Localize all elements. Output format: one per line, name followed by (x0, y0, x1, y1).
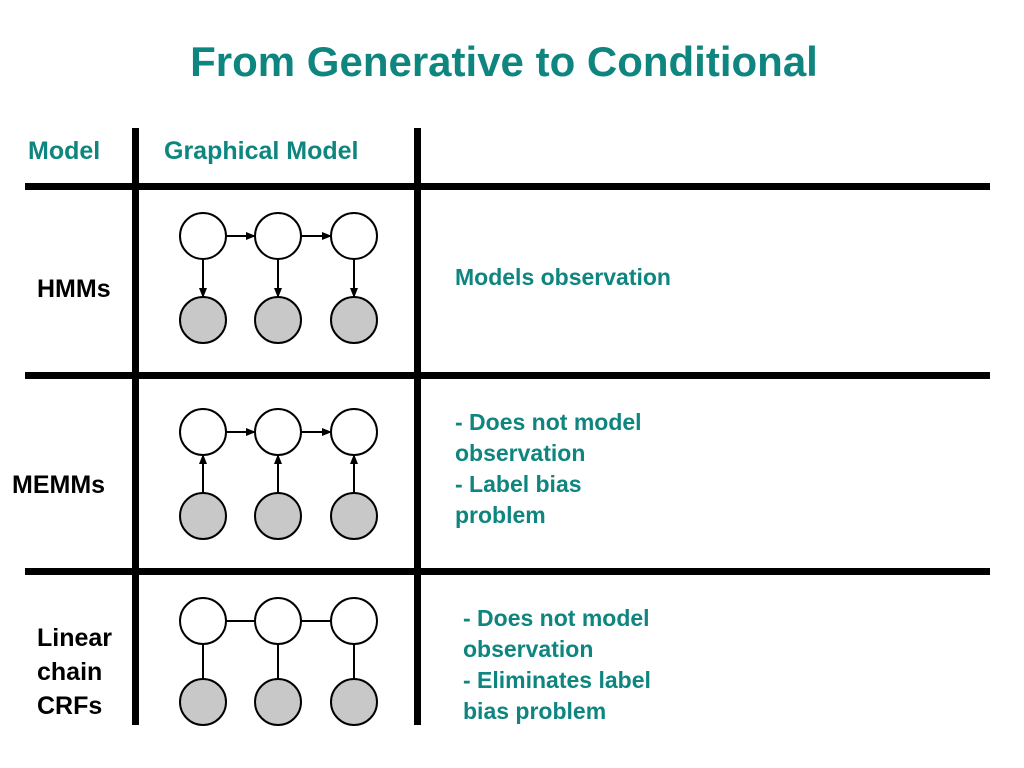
column-divider-2 (414, 128, 421, 725)
description-line: bias problem (463, 698, 607, 724)
description-line: observation (463, 636, 594, 662)
column-divider-1 (132, 128, 139, 725)
observation-node (330, 678, 378, 726)
description-crfs: - Does not model observation - Eliminate… (463, 603, 651, 727)
row-divider-1 (25, 372, 990, 379)
hidden-state-node (330, 408, 378, 456)
model-label-crfs-line: Linear (37, 624, 113, 652)
hidden-state-node (254, 597, 302, 645)
model-label-crfs-line: chain (37, 658, 103, 686)
observation-node (254, 296, 302, 344)
observation-node (330, 296, 378, 344)
observation-node (330, 492, 378, 540)
row-divider-2 (25, 568, 990, 575)
observation-node (254, 678, 302, 726)
model-label-crfs-line: CRFs (37, 692, 103, 720)
observation-node (254, 492, 302, 540)
description-line: - Does not model (455, 409, 642, 435)
description-hmms: Models observation (455, 262, 671, 293)
observation-node (179, 296, 227, 344)
observation-node (179, 492, 227, 540)
hidden-state-node (254, 408, 302, 456)
description-line: - Does not model (463, 605, 650, 631)
description-memms: - Does not model observation - Label bia… (455, 407, 642, 531)
description-line: - Eliminates label (463, 667, 651, 693)
memm-graph (179, 408, 378, 540)
model-label-crfs: Linear chain CRFs (37, 621, 112, 723)
model-label-hmms: HMMs (37, 275, 111, 303)
model-label-memms: MEMMs (12, 471, 106, 499)
hidden-state-node (179, 212, 227, 260)
description-line: - Label bias (455, 471, 582, 497)
observation-node (179, 678, 227, 726)
hidden-state-node (330, 597, 378, 645)
hmm-graph (179, 212, 378, 344)
header-graphical-model: Graphical Model (164, 137, 359, 165)
row-divider-header (25, 183, 990, 190)
slide-title: From Generative to Conditional (190, 38, 818, 85)
crf-graph (179, 597, 378, 726)
description-line: problem (455, 502, 546, 528)
hidden-state-node (254, 212, 302, 260)
hidden-state-node (179, 408, 227, 456)
description-line: Models observation (455, 264, 671, 290)
hidden-state-node (330, 212, 378, 260)
header-model: Model (28, 137, 101, 165)
description-line: observation (455, 440, 586, 466)
hidden-state-node (179, 597, 227, 645)
